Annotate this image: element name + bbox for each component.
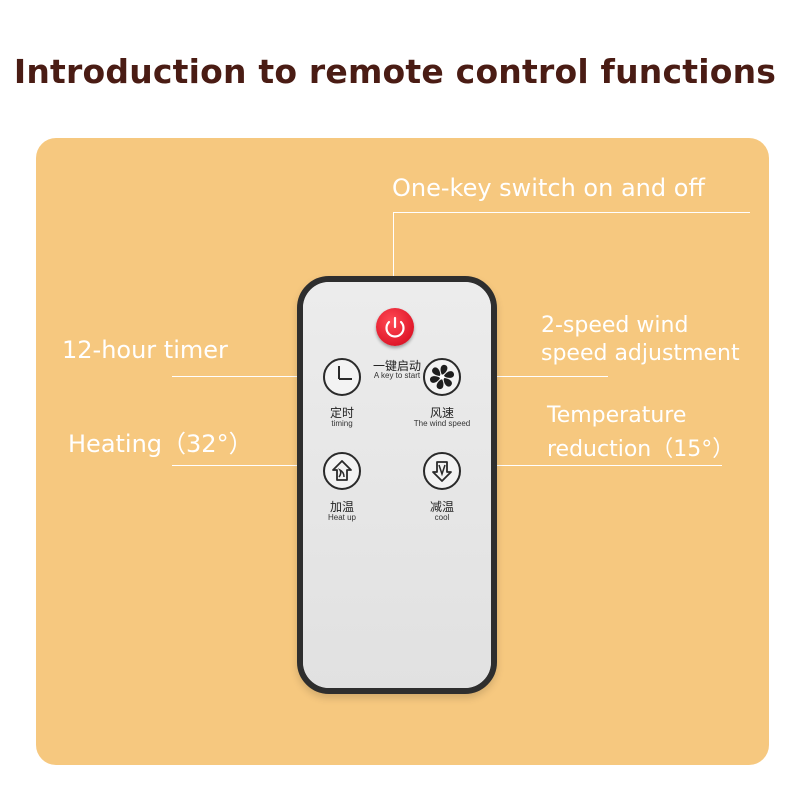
- power-label-cn: 一键启动: [372, 359, 421, 373]
- heat-up-button[interactable]: [323, 452, 361, 490]
- callout-wind-line1: 2-speed wind: [541, 313, 689, 338]
- power-button[interactable]: [376, 308, 414, 346]
- power-icon: [385, 316, 405, 338]
- callout-cool-line2: reduction（15°）: [547, 437, 735, 462]
- timing-button[interactable]: [323, 358, 361, 396]
- wind-speed-button[interactable]: [423, 358, 461, 396]
- heat-up-label-en: Heat up: [327, 513, 357, 522]
- leader-line-cool: [442, 465, 722, 466]
- fan-icon: [429, 364, 455, 390]
- cool-down-icon: [432, 461, 452, 482]
- heat-up-label-cn: 加温: [329, 500, 354, 514]
- power-label-en: A key to start: [373, 371, 421, 380]
- remote-control: 一键启动 A key to start 定时 timing 风速 The win…: [297, 276, 497, 694]
- callout-heat: Heating（32°）: [68, 430, 253, 458]
- timing-label-cn: 定时: [329, 406, 354, 420]
- wind-speed-label-en: The wind speed: [413, 419, 471, 428]
- leader-line-heat: [172, 465, 339, 466]
- callout-power: One-key switch on and off: [392, 174, 705, 202]
- leader-line-timer: [172, 376, 339, 377]
- cool-button[interactable]: [423, 452, 461, 490]
- heat-up-icon: [332, 460, 352, 481]
- clock-icon: [338, 366, 352, 380]
- timing-label-en: timing: [331, 419, 353, 428]
- cool-label-en: cool: [434, 513, 450, 522]
- page-title: Introduction to remote control functions: [13, 52, 777, 91]
- leader-line-wind: [442, 376, 608, 377]
- callout-cool-line1: Temperature: [547, 403, 687, 428]
- cool-label-cn: 减温: [429, 500, 454, 514]
- leader-line-power: [393, 212, 394, 307]
- wind-speed-label-cn: 风速: [429, 406, 454, 420]
- callout-wind-line2: speed adjustment: [541, 341, 740, 366]
- leader-line-power-top: [393, 212, 750, 213]
- callout-timer: 12-hour timer: [62, 336, 228, 364]
